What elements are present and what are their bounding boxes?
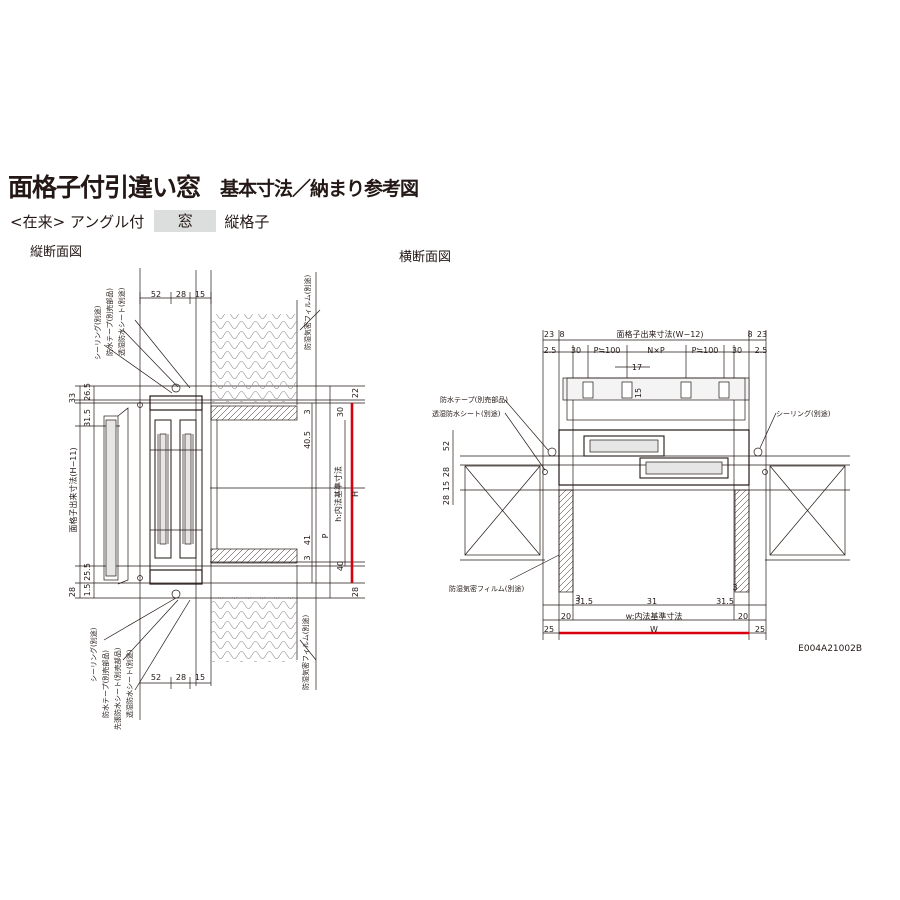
- h-bottom-dim: 31.5: [575, 597, 593, 606]
- v-note: 先張防水シート(別売部品): [113, 647, 122, 730]
- v-note: 透湿防水シート(別途): [117, 287, 126, 356]
- h-top-dim: 23: [544, 330, 554, 339]
- h-pitch-dim: 30: [732, 346, 742, 355]
- h-pitch-dim: P≒100: [594, 346, 621, 355]
- h-bottom-dim: 31.5: [716, 597, 734, 606]
- v-left-dim: 28: [68, 587, 77, 597]
- v-bottom-dim: 52: [151, 673, 161, 682]
- v-inner-height: h:内法基準寸法: [333, 466, 343, 522]
- page-title: 面格子付引違い窓: [8, 173, 201, 202]
- h-pitch-dim: 30: [571, 346, 581, 355]
- spec-badge: 窓: [154, 210, 217, 232]
- vertical-section-label: 縦断面図: [30, 245, 83, 260]
- v-left-dim: 25.5: [83, 563, 92, 581]
- h-bottom-dim: 20: [561, 612, 571, 621]
- h-pitch-dim: 2.5: [755, 346, 768, 355]
- h-pitch-dim: 2.5: [544, 346, 557, 355]
- h-bottom-dim: 25: [544, 625, 554, 634]
- h-bottom-dim: 3: [575, 594, 580, 603]
- h-note: シーリング(別途): [776, 409, 831, 418]
- h-bottom-dim: 31: [647, 597, 657, 606]
- h-top-overall: 面格子出来寸法(W−12): [616, 329, 703, 339]
- v-right-dim: 28: [351, 587, 360, 597]
- spec-prefix: <在来> アングル付: [10, 212, 145, 231]
- h-top-dim: 8: [747, 330, 752, 339]
- v-note: シーリング(別途): [89, 627, 98, 682]
- v-note: 防湿気密フィルム(別途): [301, 615, 310, 690]
- v-top-dim: 52: [151, 290, 161, 299]
- spec-row: <在来> アングル付 窓 縦格子: [10, 210, 269, 232]
- v-left-dim: 26.5: [83, 383, 92, 401]
- h-note: 透湿防水シート(別途): [432, 409, 501, 418]
- vertical-section-labels: 52 28 15 52 28 15 33 26.5 31.5 25.5 1.5 …: [68, 275, 360, 730]
- h-note: 防湿気密フィルム(別途): [449, 584, 524, 593]
- h-bar-dim: 15: [634, 388, 643, 398]
- horizontal-section: [452, 330, 850, 640]
- v-right-dim: 41: [303, 535, 312, 545]
- v-bottom-dim: 15: [195, 673, 205, 682]
- v-right-dim: 30: [336, 407, 345, 417]
- h-top-dim: 8: [559, 330, 564, 339]
- v-top-dim: 15: [195, 290, 205, 299]
- h-left-dim: 52: [442, 441, 451, 451]
- v-left-dim: 33: [68, 393, 77, 403]
- spec-suffix: 縦格子: [224, 212, 270, 231]
- v-note: 防水テープ(別売部品): [105, 288, 114, 356]
- v-right-dim: 40.5: [303, 431, 312, 449]
- drawing-code: E004A21002B: [798, 644, 862, 654]
- v-note: 透湿防水シート(別途): [125, 649, 134, 718]
- h-pitch-dim: P≒100: [692, 346, 719, 355]
- h-note: 防水テープ(別売部品): [440, 395, 508, 404]
- v-left-dim: 1.5: [83, 584, 92, 597]
- horizontal-section-label: 横断面図: [399, 250, 452, 265]
- h-left-dim: 28: [442, 495, 451, 505]
- h-left-dim: 15: [442, 481, 451, 491]
- v-bottom-dim: 28: [176, 673, 186, 682]
- v-left-dim: 31.5: [83, 409, 92, 427]
- h-inner-width: w:内法基準寸法: [626, 611, 683, 621]
- h-width: W: [650, 625, 658, 634]
- h-left-dim: 28: [442, 467, 451, 477]
- v-right-dim: 3: [303, 409, 312, 414]
- h-bottom-dim: 3: [732, 583, 737, 592]
- h-bottom-dim: 20: [738, 612, 748, 621]
- h-bar-dim: 17: [632, 363, 642, 372]
- horizontal-section-labels: 面格子出来寸法(W−12) 23 8 8 23 2.5 30 P≒100 N×P…: [432, 329, 862, 654]
- h-bottom-dim: 25: [755, 625, 765, 634]
- v-top-dim: 28: [176, 290, 186, 299]
- vertical-section: [75, 268, 365, 720]
- v-right-dim: 3: [303, 555, 312, 560]
- v-right-dim: 22: [351, 388, 360, 398]
- page-subtitle: 基本寸法／納まり参考図: [220, 178, 419, 200]
- v-right-dim: 40: [336, 561, 345, 571]
- v-left-overall: 面格子出来寸法(H−11): [68, 447, 78, 532]
- v-pitch: P: [321, 533, 330, 538]
- v-note: シーリング(別途): [93, 305, 102, 360]
- h-top-dim: 23: [757, 330, 767, 339]
- v-note: 防湿気密フィルム(別途): [303, 275, 312, 350]
- h-pitch-dim: N×P: [647, 346, 665, 355]
- v-height: H: [351, 491, 360, 497]
- v-note: 防水テープ(別売部品): [101, 650, 110, 718]
